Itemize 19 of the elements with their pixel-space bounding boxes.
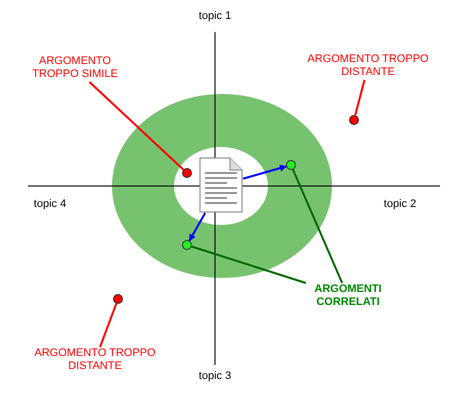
axis-label: topic 2 (382, 198, 418, 211)
point-marker (349, 115, 359, 125)
leader-line (354, 80, 366, 116)
leader-line (88, 81, 184, 170)
axis-label: topic 4 (32, 198, 68, 211)
callout-text: ARGOMENTO TROPPO SIMILE (20, 55, 130, 82)
point-marker (182, 168, 192, 178)
callout-text: ARGOMENTO TROPPO DISTANTE (32, 347, 158, 374)
leader-line (292, 169, 344, 284)
callout-text: ARGOMENTI CORRELATI (293, 283, 403, 310)
arrow (242, 164, 287, 180)
document-icon (199, 157, 243, 213)
arrow (188, 212, 206, 242)
point-marker (113, 294, 123, 304)
leader-line (191, 246, 306, 284)
callout-text: ARGOMENTO TROPPO DISTANTE (305, 53, 431, 80)
axis-label: topic 1 (198, 10, 232, 23)
axis-label: topic 3 (198, 370, 232, 383)
leader-line (99, 303, 118, 348)
